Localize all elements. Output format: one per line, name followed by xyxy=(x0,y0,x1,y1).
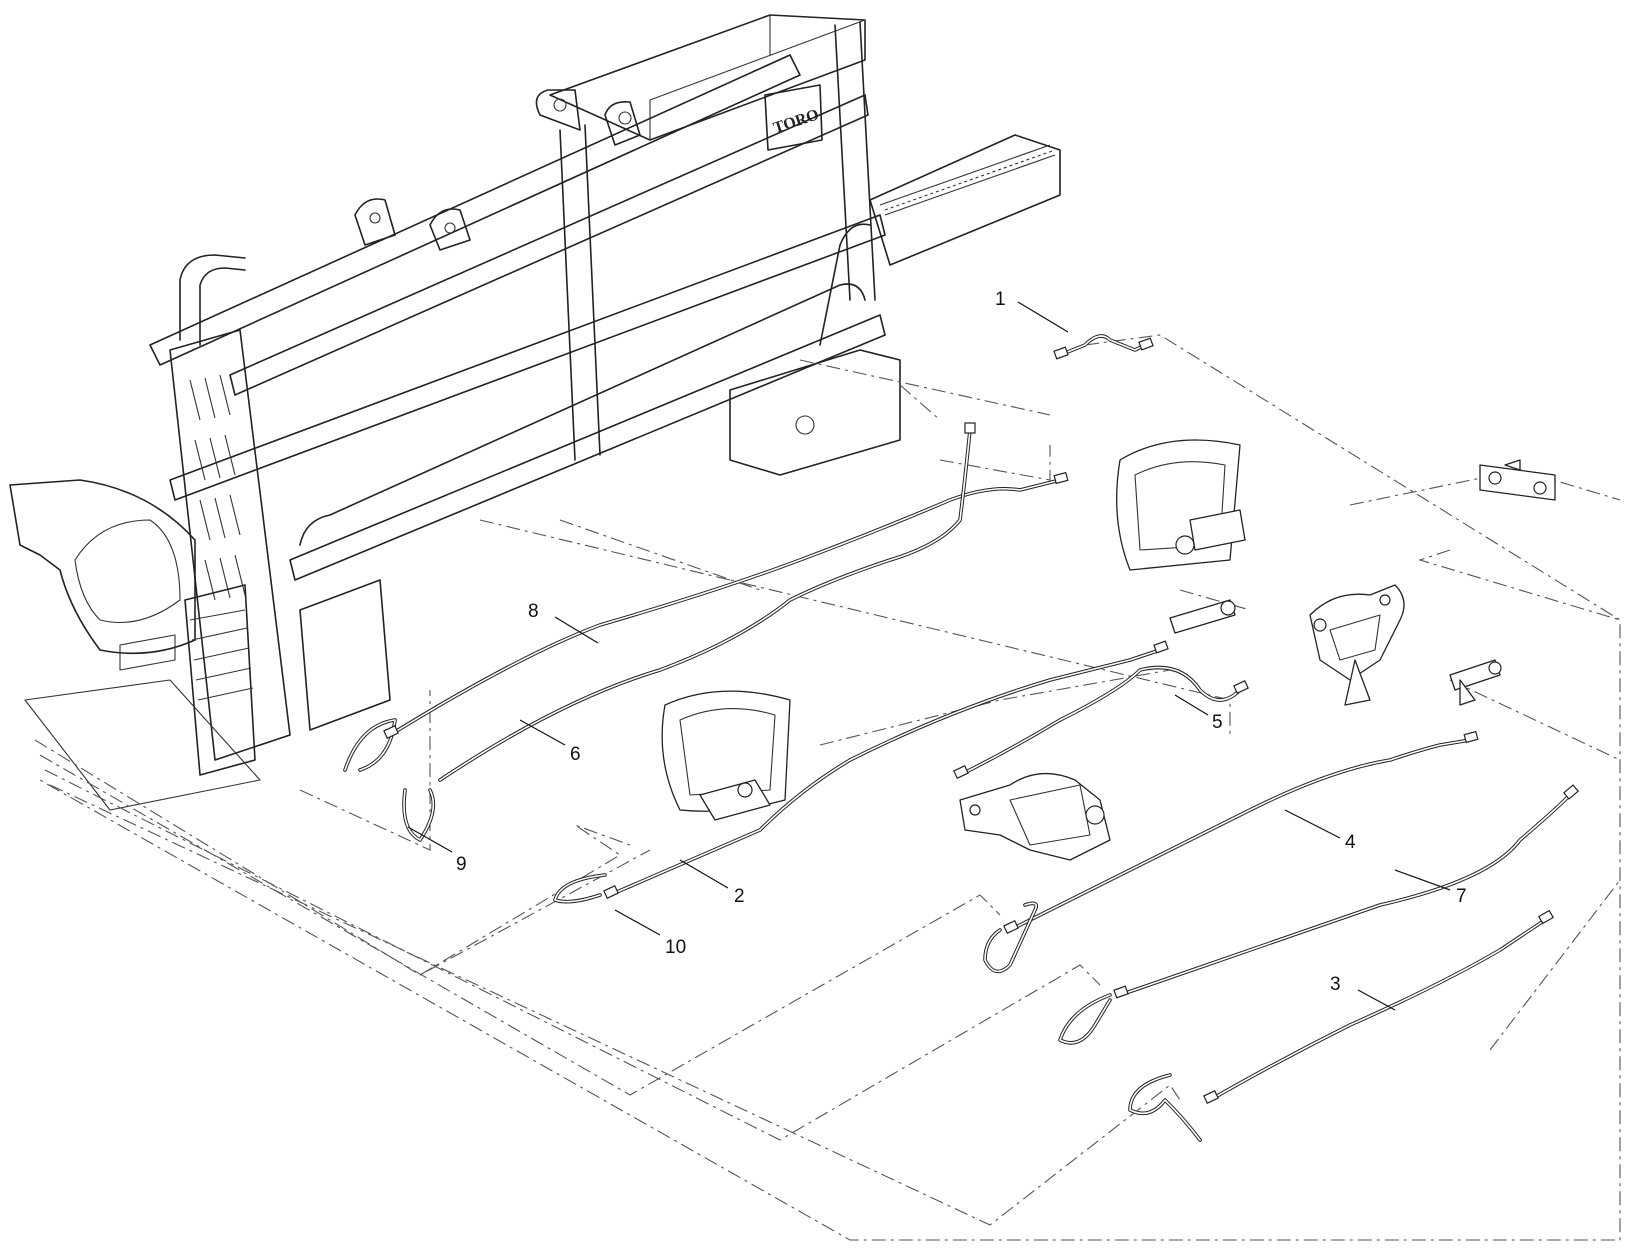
valve-fitting-top-right xyxy=(1479,459,1556,501)
callout-3-label: 3 xyxy=(1330,974,1341,995)
callout-10: 10 xyxy=(614,909,686,958)
callout-9-label: 9 xyxy=(456,854,467,875)
hose-fittings xyxy=(383,337,1580,1104)
callout-6: 6 xyxy=(519,719,581,765)
phantom-lines xyxy=(34,334,1621,1241)
hoses xyxy=(343,334,1580,1142)
callouts: 1 2 3 4 5 6 7 8 xyxy=(407,289,1467,1011)
callout-9: 9 xyxy=(407,826,467,875)
callout-5-label: 5 xyxy=(1212,712,1223,733)
components xyxy=(661,439,1556,861)
callout-2-label: 2 xyxy=(734,886,745,907)
callout-8-label: 8 xyxy=(528,601,539,622)
callout-1-label: 1 xyxy=(995,289,1006,310)
callout-4: 4 xyxy=(1284,809,1356,853)
callout-3: 3 xyxy=(1330,974,1396,1011)
callout-8: 8 xyxy=(528,601,599,644)
callout-7: 7 xyxy=(1394,869,1467,907)
callout-6-label: 6 xyxy=(570,744,581,765)
callout-7-label: 7 xyxy=(1456,886,1467,907)
housing-center xyxy=(661,690,791,821)
callout-4-label: 4 xyxy=(1345,832,1356,853)
callout-1: 1 xyxy=(995,289,1069,333)
lift-arm-lower xyxy=(959,772,1111,861)
lift-arm-right xyxy=(1309,584,1405,706)
brand-mark: TORO xyxy=(771,106,821,137)
cylinder-right xyxy=(1449,659,1502,706)
callout-2: 2 xyxy=(679,859,745,907)
housing-right xyxy=(1116,439,1246,571)
callout-5: 5 xyxy=(1174,694,1223,733)
cylinder-center xyxy=(1169,599,1236,634)
callout-10-label: 10 xyxy=(665,937,686,958)
frame-assembly: TORO xyxy=(9,14,1061,811)
